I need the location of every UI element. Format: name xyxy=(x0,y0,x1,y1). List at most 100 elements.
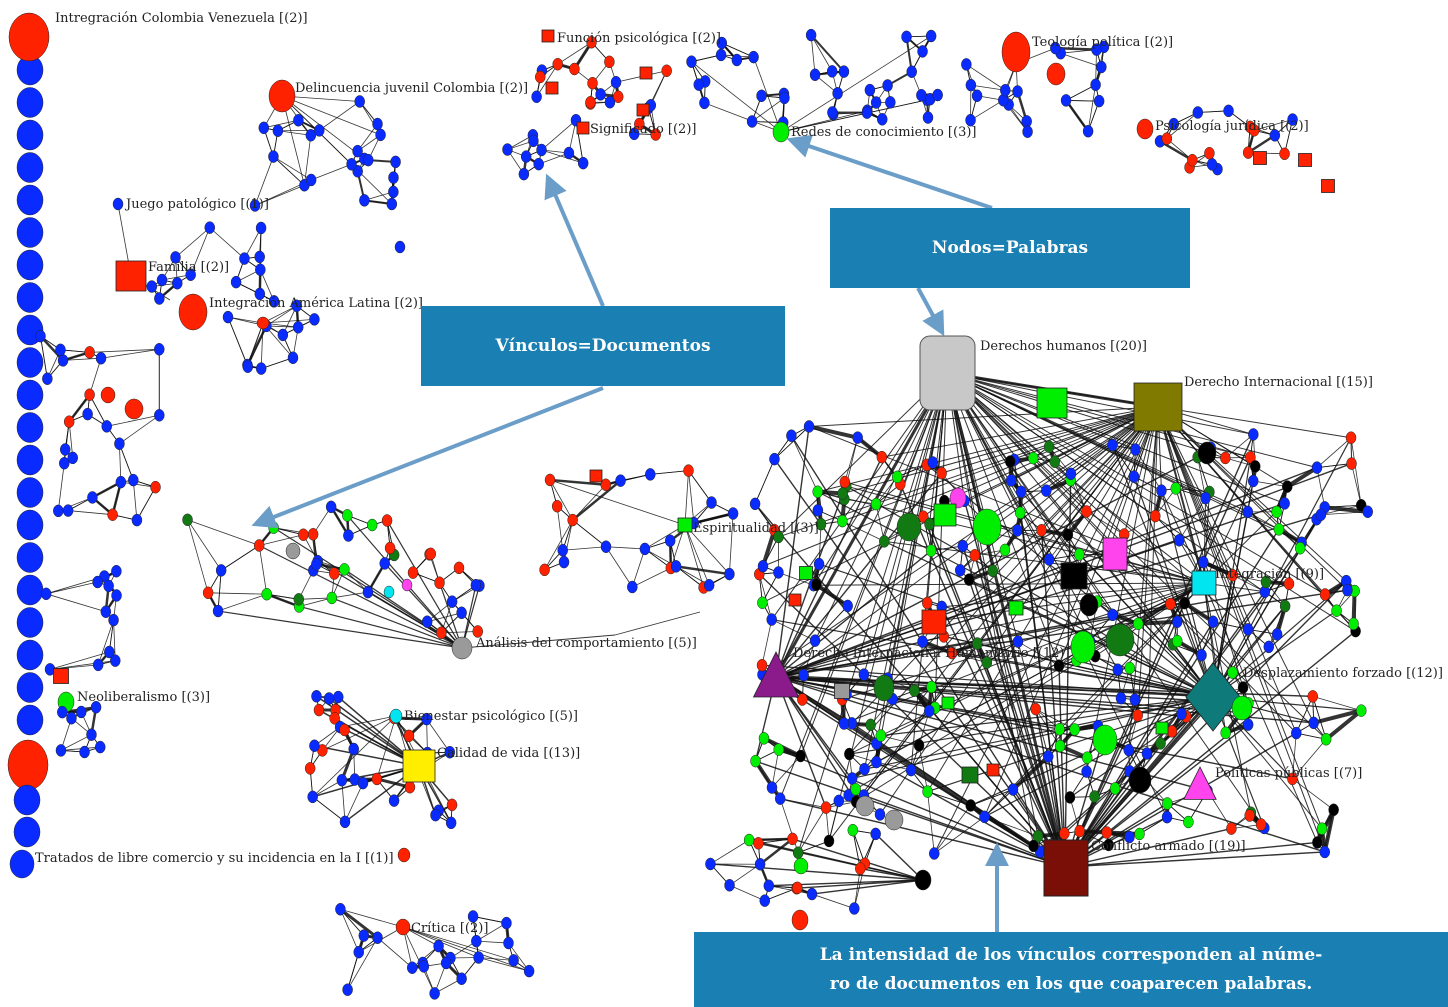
graph-edge xyxy=(1212,437,1352,698)
graph-node xyxy=(604,55,615,69)
graph-edge xyxy=(40,336,48,379)
graph-node xyxy=(1249,460,1261,473)
callout-nodos: Nodos=Palabras xyxy=(830,208,1190,288)
graph-node xyxy=(115,475,127,489)
graph-edge xyxy=(298,605,463,649)
graph-edge xyxy=(1064,827,1232,868)
graph-node xyxy=(307,528,319,541)
graph-node xyxy=(905,763,917,777)
graph-edge xyxy=(347,935,365,990)
graph-node xyxy=(1082,124,1094,138)
graph-node xyxy=(62,504,74,517)
graph-edge xyxy=(312,715,397,798)
graph-edge xyxy=(918,745,928,792)
graph-node xyxy=(178,293,208,331)
graph-node xyxy=(882,79,893,92)
graph-node xyxy=(1093,94,1105,108)
graph-edge xyxy=(775,426,810,678)
graph-edge xyxy=(966,64,1006,91)
graph-edge xyxy=(729,513,734,575)
graph-node xyxy=(715,48,727,62)
graph-node xyxy=(757,559,769,573)
label-neoliberalismo: Neoliberalismo [(3)] xyxy=(77,690,210,705)
graph-edge xyxy=(775,550,932,678)
graph-edge xyxy=(549,479,574,521)
graph-edge xyxy=(1324,809,1335,853)
graph-edge xyxy=(721,42,754,58)
graph-node xyxy=(1096,60,1107,74)
graph-node xyxy=(1191,570,1217,596)
graph-node xyxy=(95,351,107,365)
graph-node xyxy=(927,456,939,469)
node-derechos-humanos xyxy=(919,335,976,411)
graph-node xyxy=(706,496,717,509)
graph-node xyxy=(325,500,337,514)
graph-node xyxy=(154,343,165,356)
graph-node xyxy=(798,668,809,682)
graph-node xyxy=(1161,132,1173,145)
graph-node xyxy=(949,487,967,509)
graph-node xyxy=(1065,467,1077,481)
graph-node xyxy=(1081,751,1093,764)
graph-edge xyxy=(263,119,299,129)
graph-node xyxy=(92,658,104,672)
graph-edge xyxy=(675,566,704,588)
graph-edge xyxy=(775,502,1285,678)
graph-node xyxy=(772,121,790,143)
graph-edge xyxy=(944,406,1159,502)
graph-node xyxy=(304,762,316,775)
graph-node xyxy=(255,221,267,235)
graph-node xyxy=(531,90,542,104)
graph-node xyxy=(386,197,398,211)
graph-node xyxy=(239,252,250,265)
graph-node xyxy=(1124,661,1136,675)
graph-node xyxy=(298,528,309,542)
graph-node xyxy=(1134,827,1145,841)
graph-node xyxy=(1036,524,1047,537)
graph-node xyxy=(852,431,863,444)
graph-node xyxy=(16,574,44,606)
graph-node xyxy=(150,480,161,494)
graph-node xyxy=(1168,117,1180,131)
graph-node xyxy=(287,351,299,365)
graph-node xyxy=(827,106,838,119)
graph-node xyxy=(406,961,418,974)
graph-node xyxy=(1263,640,1275,654)
graph-edge xyxy=(266,593,300,608)
graph-node xyxy=(329,567,340,580)
graph-node xyxy=(371,772,383,786)
graph-node xyxy=(1279,147,1290,161)
graph-node xyxy=(16,477,44,508)
graph-node xyxy=(536,143,547,157)
graph-node xyxy=(837,487,848,500)
graph-node xyxy=(946,646,958,660)
graph-node xyxy=(544,473,556,487)
graph-edge xyxy=(946,372,1049,757)
graph-node xyxy=(402,749,436,783)
graph-edge xyxy=(855,582,1205,790)
graph-node xyxy=(1162,797,1173,810)
graph-edge xyxy=(63,357,102,361)
graph-edge xyxy=(775,466,1318,678)
graph-node xyxy=(1092,724,1118,756)
graph-node xyxy=(986,763,1000,777)
graph-node xyxy=(352,144,363,158)
graph-node xyxy=(961,58,972,71)
label-significado: Significado [(2)] xyxy=(590,122,696,137)
nodes-layer xyxy=(7,12,1373,1000)
callout-vinculos-text: Vínculos=Documentos xyxy=(495,336,711,356)
label-derechos-humanos: Derechos humanos [(20)] xyxy=(980,339,1147,354)
graph-node xyxy=(100,605,112,618)
graph-edge xyxy=(1146,406,1159,754)
graph-node xyxy=(558,555,570,569)
graph-edge xyxy=(1254,119,1293,131)
graph-node xyxy=(699,96,710,110)
callout-vinculos: Vínculos=Documentos xyxy=(421,306,785,386)
graph-edge xyxy=(259,534,304,546)
graph-edge xyxy=(273,156,305,186)
graph-node xyxy=(896,512,922,542)
graph-node xyxy=(268,79,296,113)
graph-node xyxy=(1321,179,1335,193)
label-juego-patologico: Juego patológico [(1)] xyxy=(124,197,269,212)
graph-edge xyxy=(774,372,949,678)
